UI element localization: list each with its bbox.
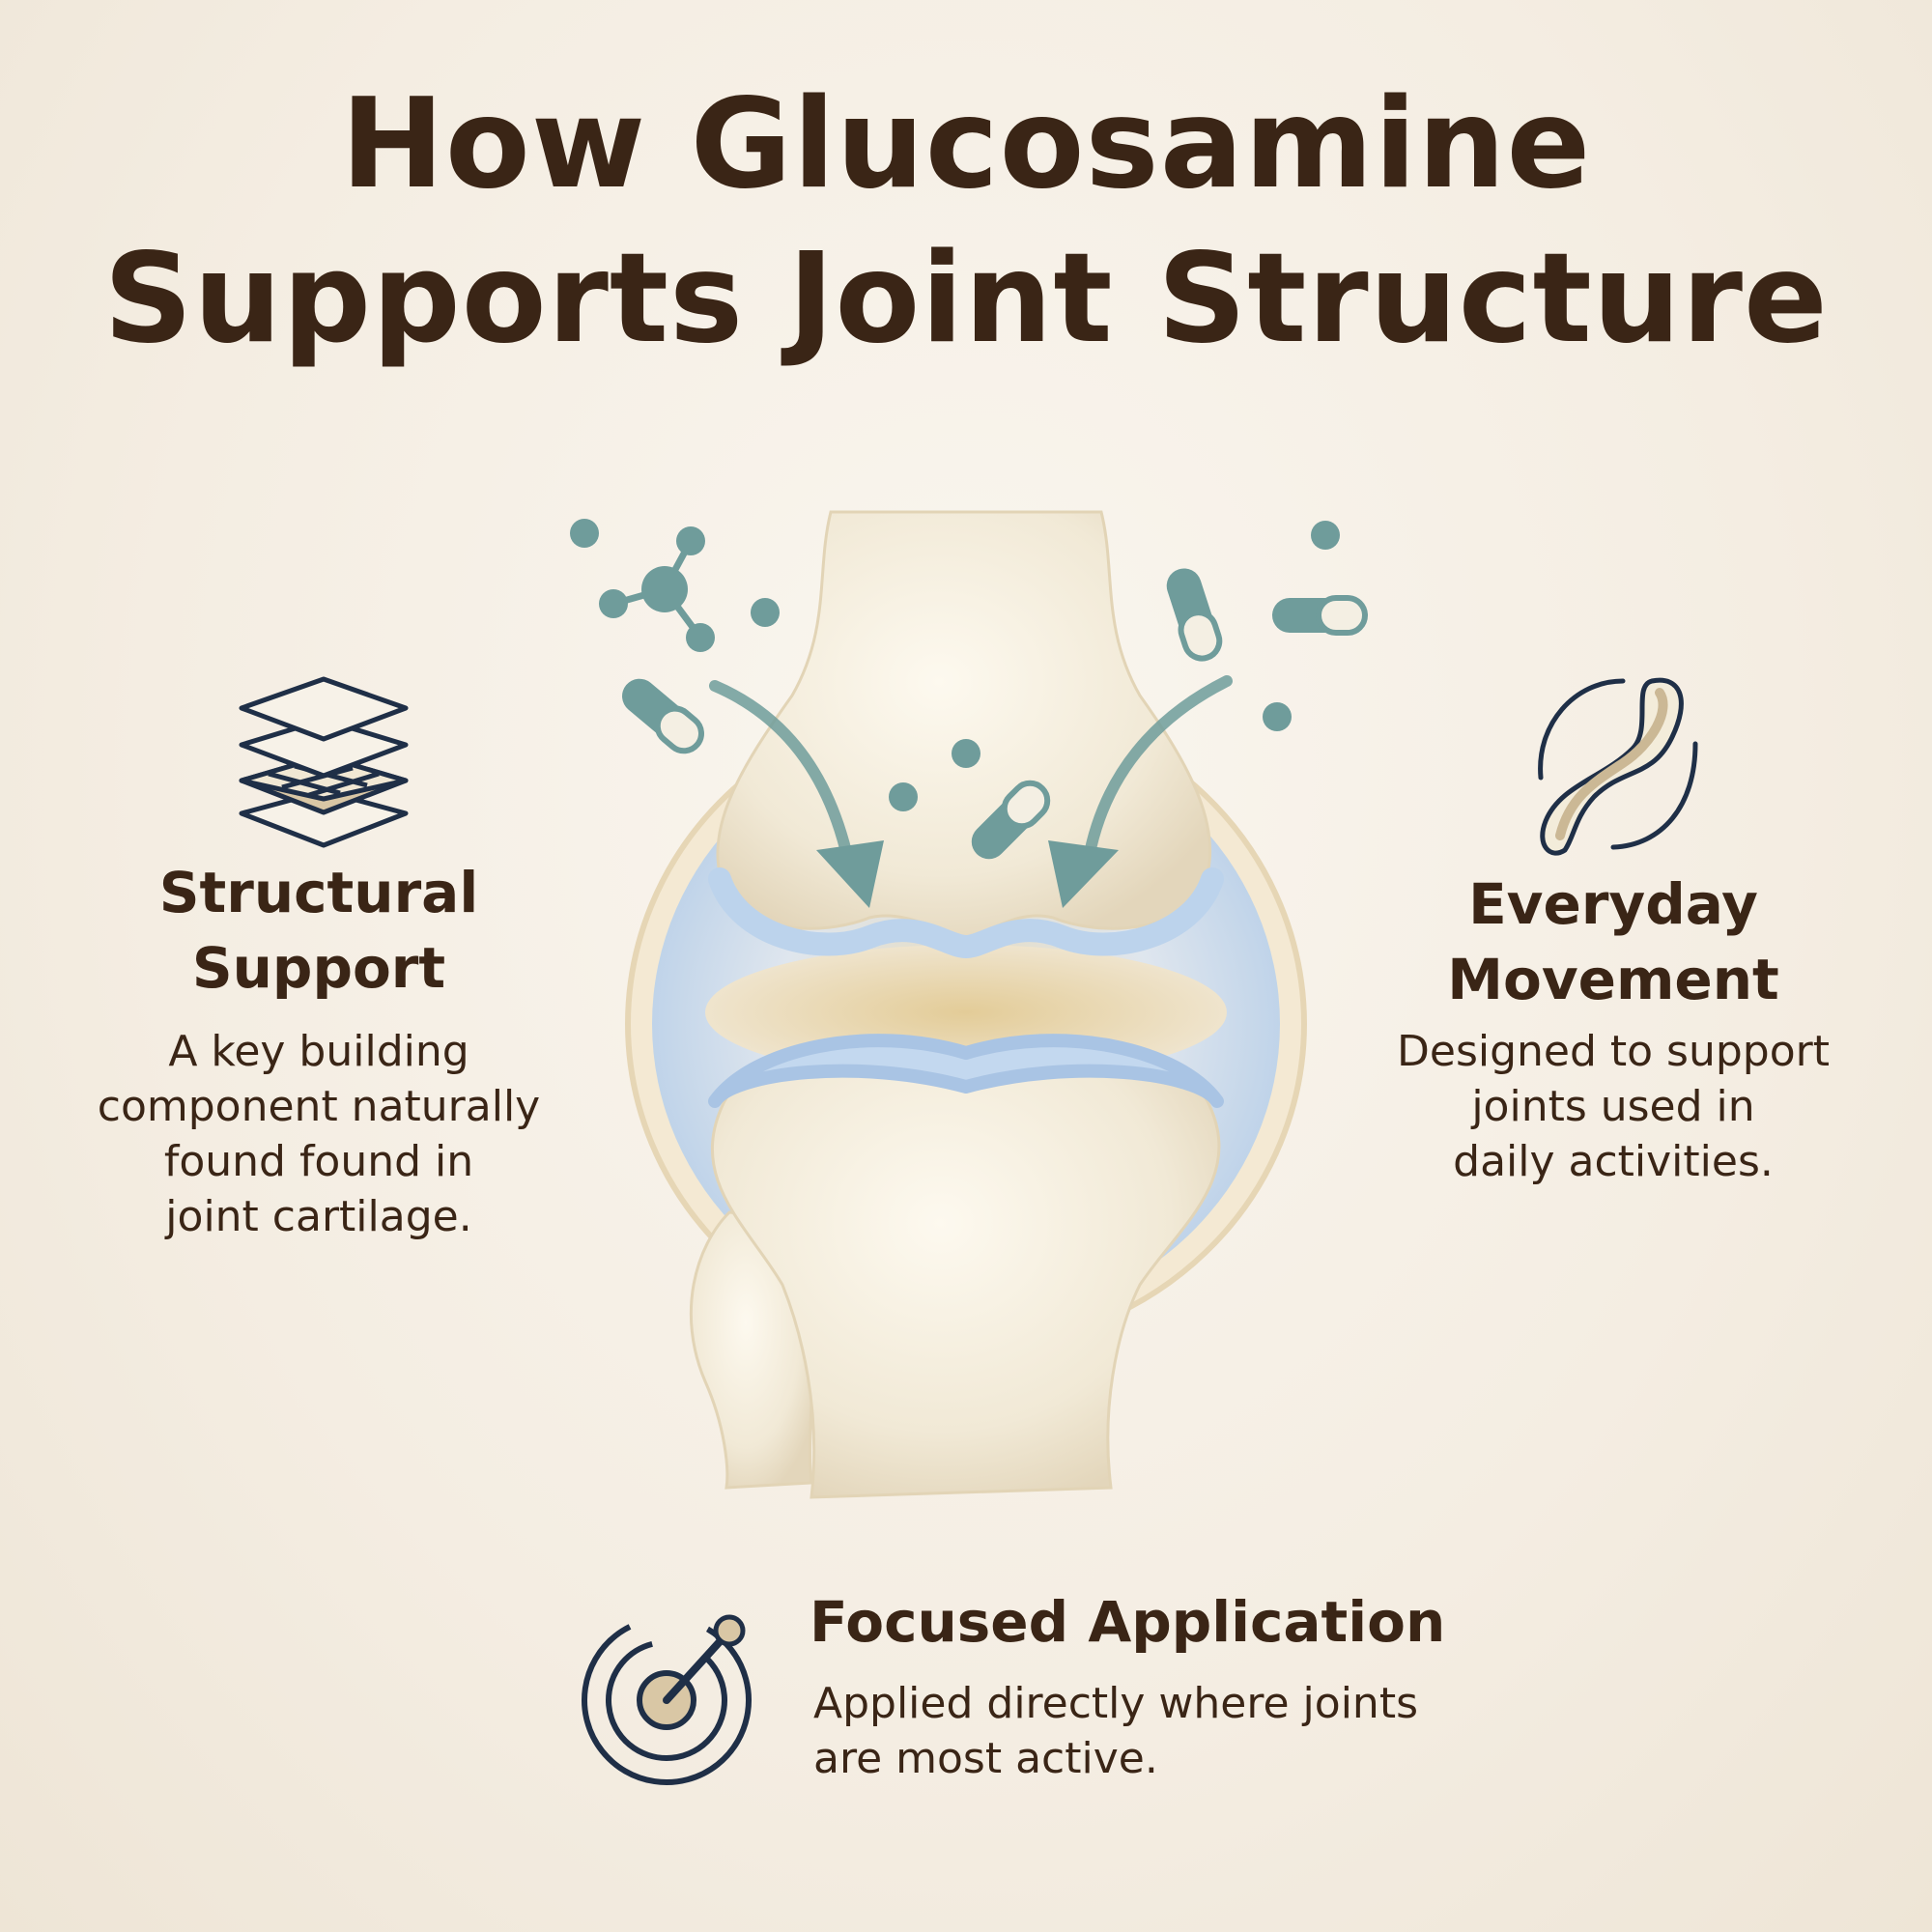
upper-cartilage xyxy=(708,867,1224,959)
glucosamine-particles xyxy=(570,519,1340,811)
layers-icon xyxy=(239,676,409,848)
everyday-desc-line2: joints used in xyxy=(1471,1082,1755,1131)
structural-desc-line2: component naturally xyxy=(97,1082,541,1131)
everyday-movement-title-line2: Movement xyxy=(1447,947,1779,1012)
focused-application-title: Focused Application xyxy=(810,1589,1446,1655)
target-icon xyxy=(582,1614,752,1785)
capsule-pill-right xyxy=(1272,595,1368,636)
structural-desc-line1: A key building xyxy=(168,1027,469,1076)
structural-desc-line3: found found in xyxy=(163,1137,474,1186)
everyday-movement-description: Designed to support joints used in daily… xyxy=(1333,1024,1893,1189)
structural-support-title-line1: Structural xyxy=(158,860,479,925)
focused-application-description: Applied directly where joints are most a… xyxy=(813,1676,1548,1786)
page-title-line2: Supports Joint Structure xyxy=(103,227,1829,371)
focused-desc-line2: are most active. xyxy=(813,1734,1158,1783)
everyday-movement-title-line1: Everyday xyxy=(1468,871,1758,937)
femur-bone xyxy=(716,510,1212,939)
page-title-line1: How Glucosamine xyxy=(340,72,1592,216)
everyday-movement-title: Everyday Movement xyxy=(1333,867,1893,1017)
everyday-desc-line1: Designed to support xyxy=(1397,1027,1830,1076)
everyday-desc-line3: daily activities. xyxy=(1453,1137,1774,1186)
capsule-pill-left xyxy=(622,678,704,754)
capsule-pill-top-right xyxy=(1166,568,1223,662)
structural-support-description: A key building component naturally found… xyxy=(39,1024,599,1244)
structural-desc-line4: joint cartilage. xyxy=(165,1192,472,1241)
structural-support-title-line2: Support xyxy=(191,935,446,1001)
capsule-pill-center xyxy=(971,780,1051,860)
focused-desc-line1: Applied directly where joints xyxy=(813,1679,1418,1728)
structural-support-title: Structural Support xyxy=(39,855,599,1006)
movement-icon xyxy=(1538,677,1698,856)
arrow-left-icon xyxy=(709,680,884,908)
arrow-right-icon xyxy=(1048,675,1233,908)
lower-cartilage xyxy=(708,1034,1224,1108)
knee-joint-illustration xyxy=(570,510,1368,1499)
page-title: How Glucosamine Supports Joint Structure xyxy=(0,68,1932,377)
